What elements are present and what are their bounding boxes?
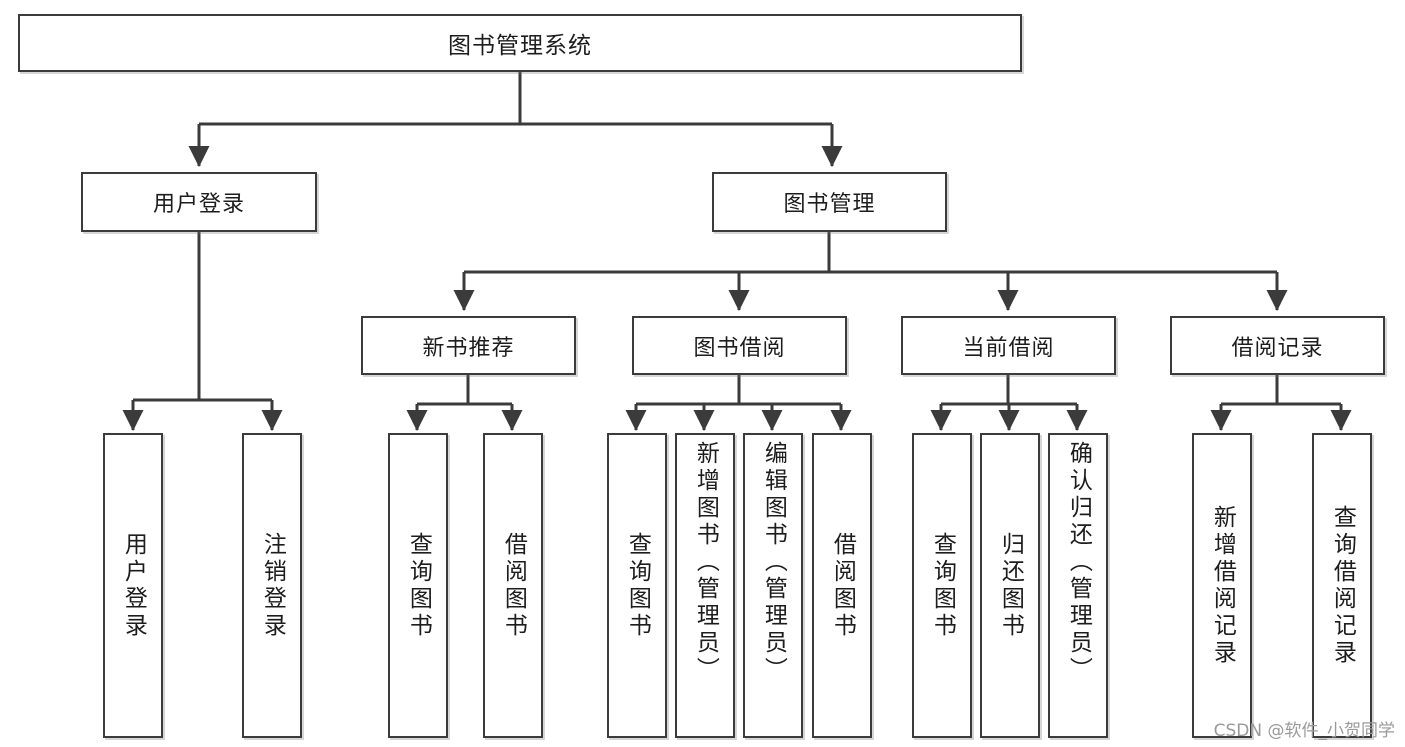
node-user-login[interactable]: 用户登录 [81, 172, 317, 232]
node-root-label: 图书管理系统 [448, 33, 592, 59]
node-current-borrow[interactable]: 当前借阅 [901, 316, 1116, 375]
node-leaf-confirm-return-label: 确认归还（管理员） [1065, 441, 1092, 684]
node-leaf-logout-login[interactable]: 注销登录 [242, 433, 302, 738]
node-leaf-query-book-1-label: 查询图书 [405, 531, 432, 640]
node-leaf-add-book-label: 新增图书（管理员） [692, 441, 719, 684]
node-leaf-confirm-return[interactable]: 确认归还（管理员） [1048, 433, 1108, 738]
csdn-watermark: CSDN @软件_小贺同学 [1213, 721, 1395, 741]
node-leaf-user-login[interactable]: 用户登录 [103, 433, 163, 738]
node-borrow-record-label: 借阅记录 [1231, 335, 1324, 361]
node-leaf-query-book-3-label: 查询图书 [929, 531, 956, 640]
node-leaf-return-book[interactable]: 归还图书 [980, 433, 1040, 738]
node-leaf-borrow-book-1[interactable]: 借阅图书 [483, 433, 543, 738]
node-book-borrow-label: 图书借阅 [693, 335, 786, 361]
node-leaf-borrow-book-2-label: 借阅图书 [829, 531, 856, 640]
node-root[interactable]: 图书管理系统 [18, 14, 1022, 72]
node-leaf-query-book-2[interactable]: 查询图书 [607, 433, 667, 738]
node-leaf-return-book-label: 归还图书 [997, 531, 1024, 640]
node-leaf-query-book-2-label: 查询图书 [624, 531, 651, 640]
node-leaf-add-book[interactable]: 新增图书（管理员） [675, 433, 735, 738]
node-leaf-query-record-label: 查询借阅记录 [1329, 504, 1356, 667]
node-leaf-borrow-book-2[interactable]: 借阅图书 [812, 433, 872, 738]
node-leaf-edit-book-label: 编辑图书（管理员） [760, 441, 787, 684]
node-new-book-recommend[interactable]: 新书推荐 [361, 316, 576, 375]
node-current-borrow-label: 当前借阅 [962, 335, 1055, 361]
node-leaf-query-book-3[interactable]: 查询图书 [912, 433, 972, 738]
node-leaf-add-record-label: 新增借阅记录 [1209, 504, 1236, 667]
node-leaf-logout-login-label: 注销登录 [259, 531, 286, 640]
node-new-book-recommend-label: 新书推荐 [422, 335, 515, 361]
node-leaf-query-book-1[interactable]: 查询图书 [388, 433, 448, 738]
node-leaf-edit-book[interactable]: 编辑图书（管理员） [743, 433, 803, 738]
node-book-borrow[interactable]: 图书借阅 [632, 316, 847, 375]
node-leaf-user-login-label: 用户登录 [120, 531, 147, 640]
node-borrow-record[interactable]: 借阅记录 [1170, 316, 1385, 375]
node-leaf-add-record[interactable]: 新增借阅记录 [1192, 433, 1252, 738]
node-book-manage[interactable]: 图书管理 [712, 172, 947, 232]
node-leaf-query-record[interactable]: 查询借阅记录 [1312, 433, 1372, 738]
node-leaf-borrow-book-1-label: 借阅图书 [500, 531, 527, 640]
node-user-login-label: 用户登录 [152, 192, 245, 217]
node-book-manage-label: 图书管理 [783, 192, 876, 217]
